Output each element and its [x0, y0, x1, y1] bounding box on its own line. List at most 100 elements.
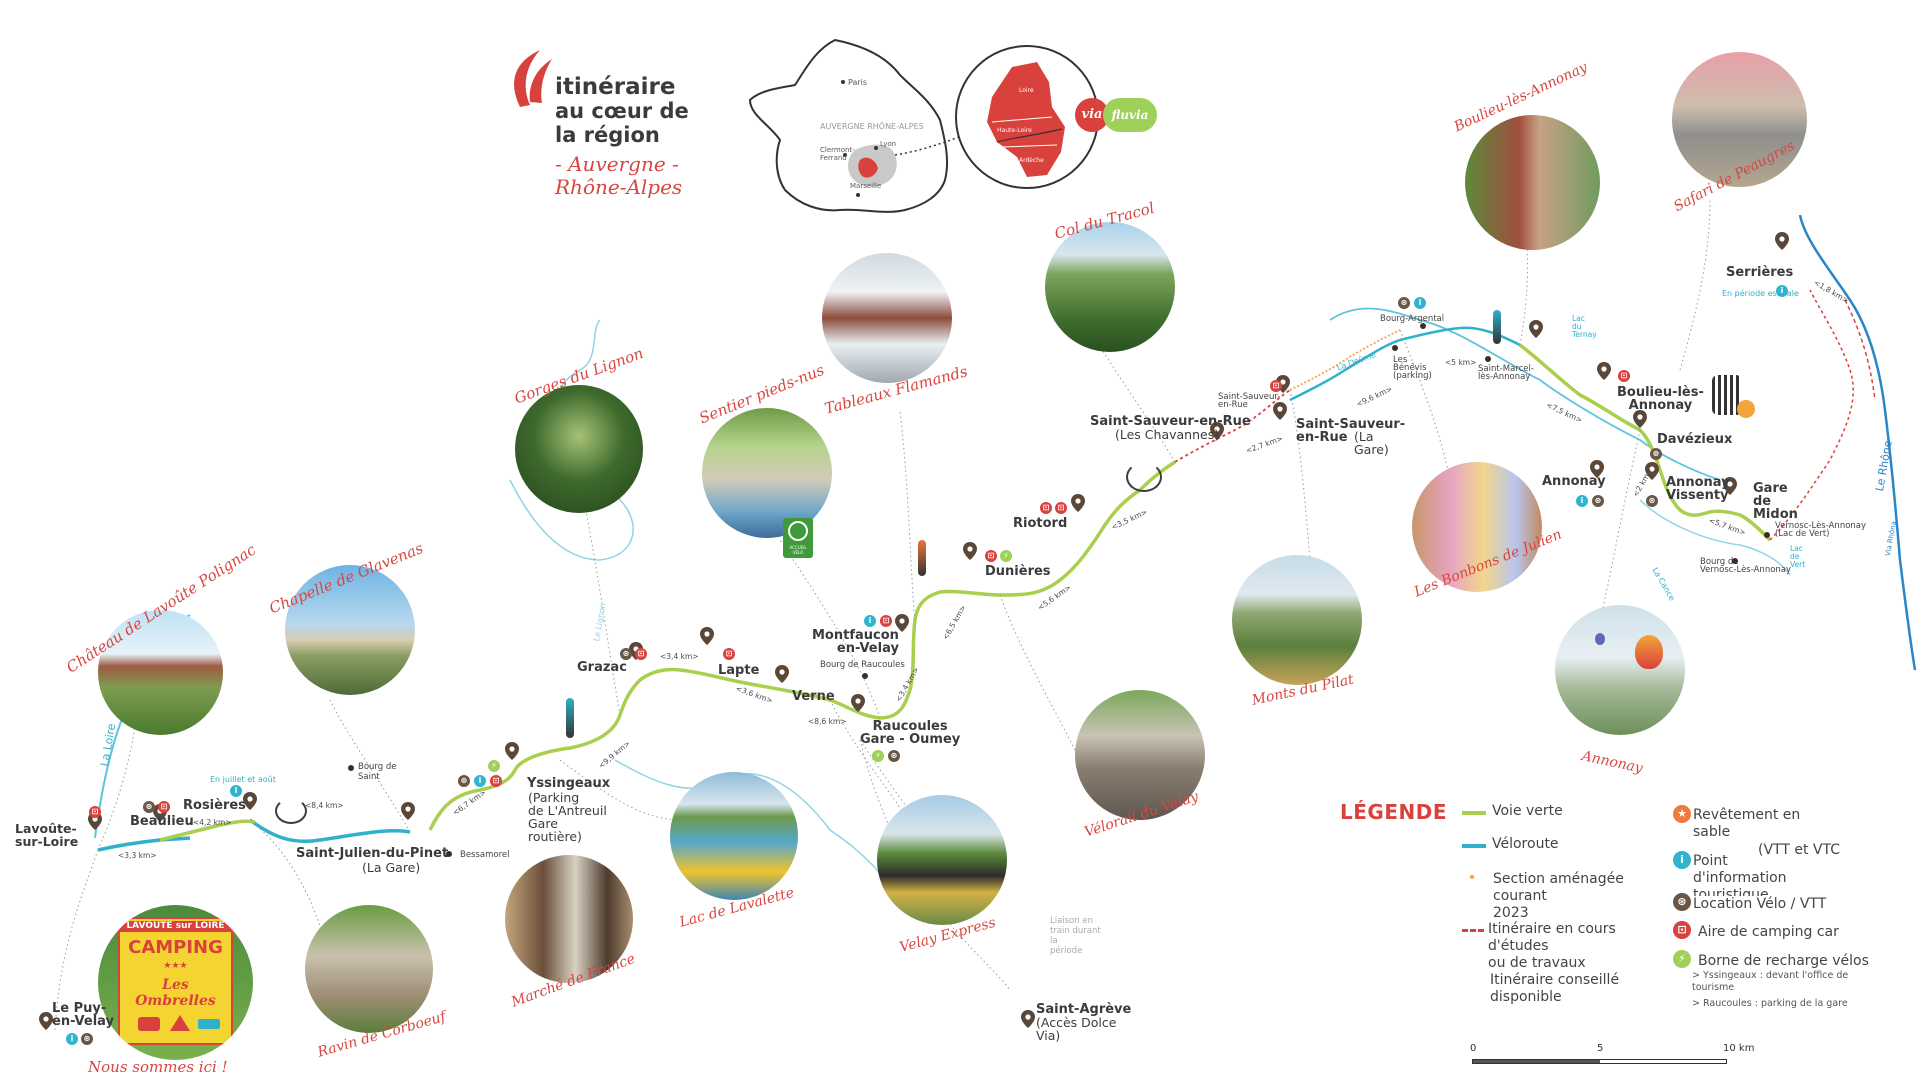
- bike-rental-icon: ⊛: [888, 750, 900, 762]
- place-montfaucon: Montfaucon en-Velay: [812, 628, 899, 656]
- inset-region-label: AUVERGNE RHÔNE-ALPES: [820, 122, 924, 131]
- pin-le-puy[interactable]: [39, 1012, 53, 1030]
- map-pin-icon: [39, 1012, 53, 1030]
- pin-gare-midon[interactable]: [1723, 477, 1737, 495]
- camping-name: Les Ombrelles: [135, 977, 216, 1009]
- benevis-dot: [1392, 345, 1398, 351]
- inset-dept-ardeche: Ardèche: [1019, 157, 1044, 164]
- place-st-agreve-sub: (Accès Dolce Via): [1036, 1015, 1117, 1043]
- map-pin-icon: [1775, 232, 1789, 250]
- pin-davezieux[interactable]: [1633, 410, 1647, 428]
- legend-revetement: Revêtement en sable: [1693, 807, 1801, 840]
- route-voie-verte-west: [159, 819, 256, 842]
- pin-st-sauveur-gare[interactable]: [1273, 402, 1287, 420]
- bike-icon: [788, 521, 808, 541]
- legend-section: Section aménagée courant 2023: [1493, 871, 1624, 921]
- distance-15: <5 km>: [1445, 358, 1477, 367]
- scale-label-5: 5: [1597, 1043, 1604, 1054]
- info-icon: i: [230, 785, 242, 797]
- pin-st-marcel[interactable]: [1529, 320, 1543, 338]
- place-riotord: Riotord: [1013, 516, 1068, 531]
- legend-borne-icon: ⚡: [1673, 950, 1691, 968]
- accueil-velo-badge: ACCUEIL VÉLO: [783, 518, 813, 558]
- route-voie-verte-east: [1518, 343, 1772, 542]
- pin-riotord[interactable]: [1071, 494, 1085, 512]
- legend-conseille: Itinéraire conseillé disponible: [1490, 972, 1620, 1005]
- route-dashed-serrieres: [1769, 289, 1854, 541]
- place-st-marcel: Saint-Marcel- lès-Annonay: [1478, 364, 1534, 382]
- st-marcel-dot: [1485, 356, 1491, 362]
- bourg-vernosc-dot: [1732, 558, 1738, 564]
- place-st-sauveur-small: Saint-Sauveur- en-Rue: [1218, 392, 1281, 410]
- map-pin-icon: [775, 665, 789, 683]
- map-pin-icon: [1071, 494, 1085, 512]
- legend-borne: Borne de recharge vélos: [1698, 953, 1869, 969]
- place-davezieux: Davézieux: [1657, 432, 1733, 447]
- place-st-sauveur-chav: Saint-Sauveur-en-Rue: [1090, 414, 1251, 429]
- pin-boulieu[interactable]: [1597, 362, 1611, 380]
- place-grazac: Grazac: [577, 660, 627, 675]
- pin-annonay[interactable]: [1590, 460, 1604, 478]
- legend-revetement-icon: ★: [1673, 805, 1691, 823]
- place-serrieres: Serrières: [1726, 265, 1794, 280]
- pin-yssingeaux[interactable]: [505, 742, 519, 760]
- pin-raucoules[interactable]: [851, 694, 865, 712]
- info-icon: i: [864, 615, 876, 627]
- pin-dunieres[interactable]: [963, 542, 977, 560]
- camping-car-icon: ⊡: [1040, 502, 1052, 514]
- map-pin-icon: [401, 802, 415, 820]
- pin-lapte[interactable]: [700, 627, 714, 645]
- hiker-icon: [918, 540, 926, 576]
- place-lapte: Lapte: [718, 663, 760, 678]
- info-icon: i: [1414, 297, 1426, 309]
- pin-annonay-vissenty[interactable]: [1645, 462, 1659, 480]
- camping-car-icon: ⊡: [158, 801, 170, 813]
- bike-rental-icon: ⊛: [458, 775, 470, 787]
- place-bourg-vernosc: Bourg de Vernosc-Lès-Annonay: [1700, 557, 1792, 575]
- map-pin-icon: [1210, 422, 1224, 440]
- place-st-sauveur-gare: Saint-Sauveur- en-Rue: [1296, 417, 1406, 445]
- photo-col-tracol: [1045, 222, 1175, 352]
- distance-1: <3,3 km>: [118, 851, 157, 860]
- map-pin-icon: [1590, 460, 1604, 478]
- inset-dotted-connector: [895, 131, 974, 156]
- place-bourg-argental: Bourg-Argental: [1380, 314, 1445, 324]
- photo-boulieu: [1465, 115, 1600, 250]
- bike-rental-icon: ⊛: [1646, 495, 1658, 507]
- inset-map: Paris AUVERGNE RHÔNE-ALPES Clermont- Fer…: [740, 30, 1160, 230]
- route-veloroute-west: [97, 818, 411, 852]
- map-pin-icon: [1723, 477, 1737, 495]
- place-gare-midon: Gare de Midon: [1753, 481, 1798, 522]
- balloon-icon: [1595, 633, 1605, 645]
- legend-title: LÉGENDE: [1340, 800, 1447, 824]
- pin-st-agreve[interactable]: [1021, 1010, 1035, 1028]
- title-line3: la région: [555, 123, 660, 147]
- legend-vtt-vtc: (VTT et VTC: [1758, 842, 1840, 858]
- place-lavoute: Lavoûte- sur-Loire: [15, 821, 79, 849]
- pin-rosieres[interactable]: [243, 792, 257, 810]
- pin-montfaucon[interactable]: [895, 614, 909, 632]
- cyclist-icon: [1126, 462, 1162, 492]
- map-pin-icon: [1633, 410, 1647, 428]
- photo-sentier: [702, 408, 832, 538]
- pin-st-sauveur-chav[interactable]: [1210, 422, 1224, 440]
- photo-chapelle: [285, 565, 415, 695]
- pin-serrieres[interactable]: [1775, 232, 1789, 250]
- pin-st-julien[interactable]: [401, 802, 415, 820]
- place-liaison: Liaison en train durant la période: [1050, 916, 1101, 956]
- hiker-icon: [566, 698, 574, 738]
- photo-chateau: [98, 610, 223, 735]
- place-st-julien-sub: (La Gare): [362, 860, 421, 875]
- info-icon: i: [1576, 495, 1588, 507]
- hiker-icon: [1493, 310, 1501, 344]
- place-st-agreve: Saint-Agrève: [1036, 1002, 1132, 1017]
- region-line1: - Auvergne -: [555, 152, 679, 176]
- scale-bar: [1472, 1059, 1727, 1064]
- place-st-julien: Saint-Julien-du-Pinet: [296, 846, 449, 861]
- place-annonay-vissenty: Annonay Vissenty: [1666, 475, 1730, 503]
- bike-rental-icon: ⊛: [620, 648, 632, 660]
- pin-verne[interactable]: [775, 665, 789, 683]
- charging-icon: ⚡: [488, 760, 500, 772]
- inset-dept-haute-loire: Haute-Loire: [997, 127, 1032, 134]
- bourg-st-dot: [348, 765, 354, 771]
